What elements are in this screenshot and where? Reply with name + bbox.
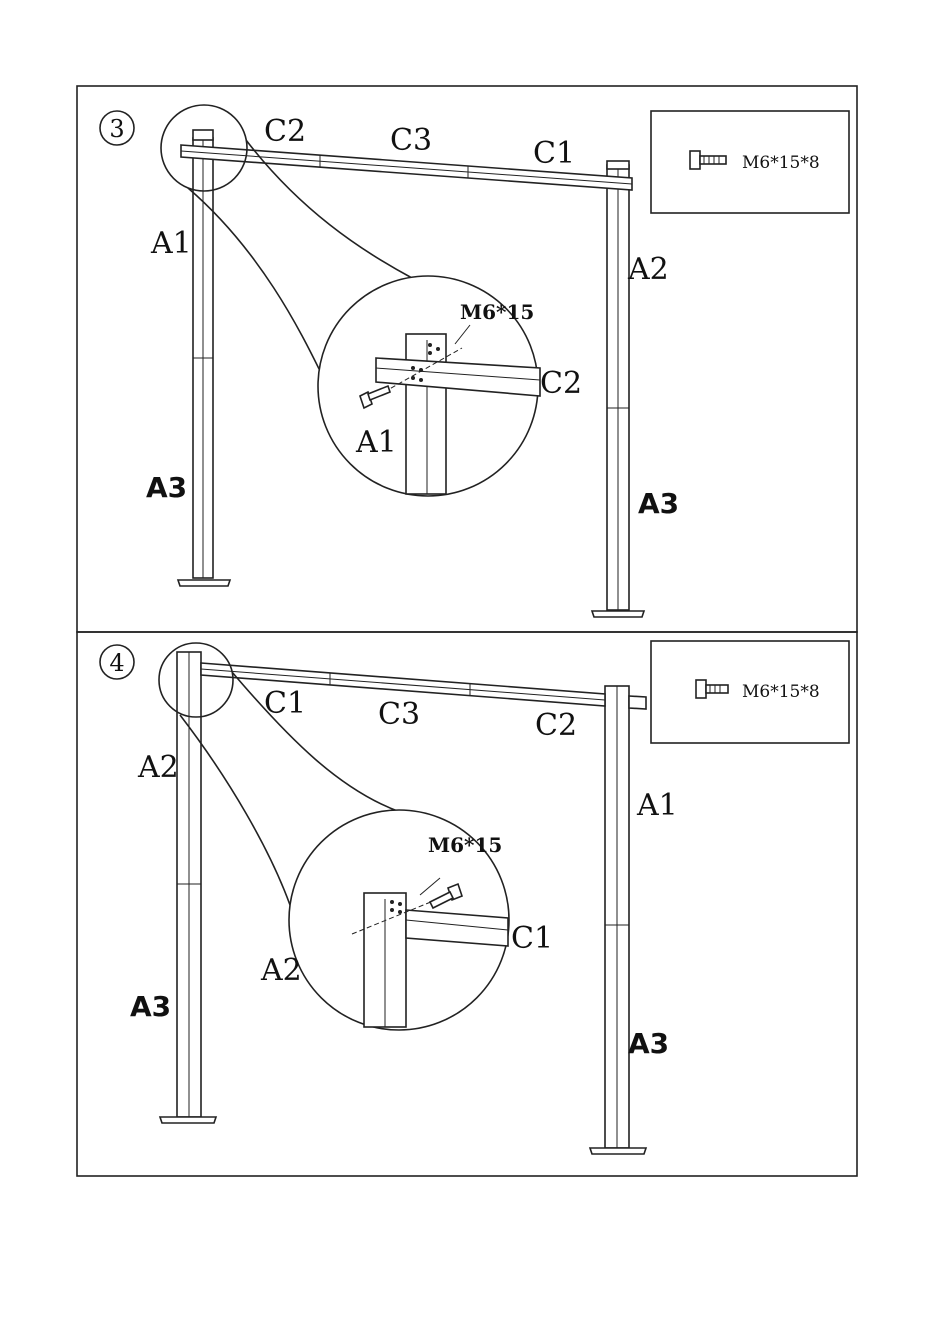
step-3-label-c3: C3 [390, 123, 432, 158]
step-3-label-c1: C1 [533, 136, 575, 171]
step-4-number: 4 [109, 649, 124, 677]
step-4-hardware-label: M6*15*8 [742, 682, 820, 702]
step-4-detail-label-c1: C1 [511, 921, 553, 956]
step-4-panel: 4 M6*15*8 [77, 632, 857, 1176]
step-4-label-c3: C3 [378, 697, 420, 732]
step-4-detail-label-a2: A2 [260, 953, 302, 988]
step-3-detail-label-bolt: M6*15 [460, 300, 534, 324]
step-3-hardware-label: M6*15*8 [742, 153, 820, 173]
step-3-number: 3 [109, 115, 124, 143]
step-4-right-post [590, 686, 646, 1154]
step-3-label-c2: C2 [264, 114, 306, 149]
step-4-label-a2: A2 [137, 750, 179, 785]
step-4-detail-label-bolt: M6*15 [428, 833, 502, 857]
bolt-icon [690, 151, 726, 169]
step-3-label-a3-left: A3 [146, 471, 187, 504]
step-4-label-c2: C2 [535, 708, 577, 743]
bolt-icon [696, 680, 728, 698]
step-4-label-a1: A1 [636, 788, 678, 823]
step-3-label-a1: A1 [150, 226, 192, 261]
step-3-detail-label-a1: A1 [355, 425, 397, 460]
step-3-label-a3-right: A3 [638, 487, 679, 520]
step-4-label-a3-left: A3 [130, 990, 171, 1023]
step-3-right-post [592, 161, 644, 617]
step-4-label-c1: C1 [264, 686, 306, 721]
step-4-left-post [160, 652, 216, 1123]
step-3-panel: 3 M6*15*8 [77, 86, 857, 632]
step-3-left-post [178, 130, 230, 586]
step-4-zoom-line-right [232, 672, 400, 812]
step-4-label-a3-right: A3 [628, 1027, 669, 1060]
step-3-detail-label-c2: C2 [540, 366, 582, 401]
step-3-label-a2: A2 [627, 252, 669, 287]
